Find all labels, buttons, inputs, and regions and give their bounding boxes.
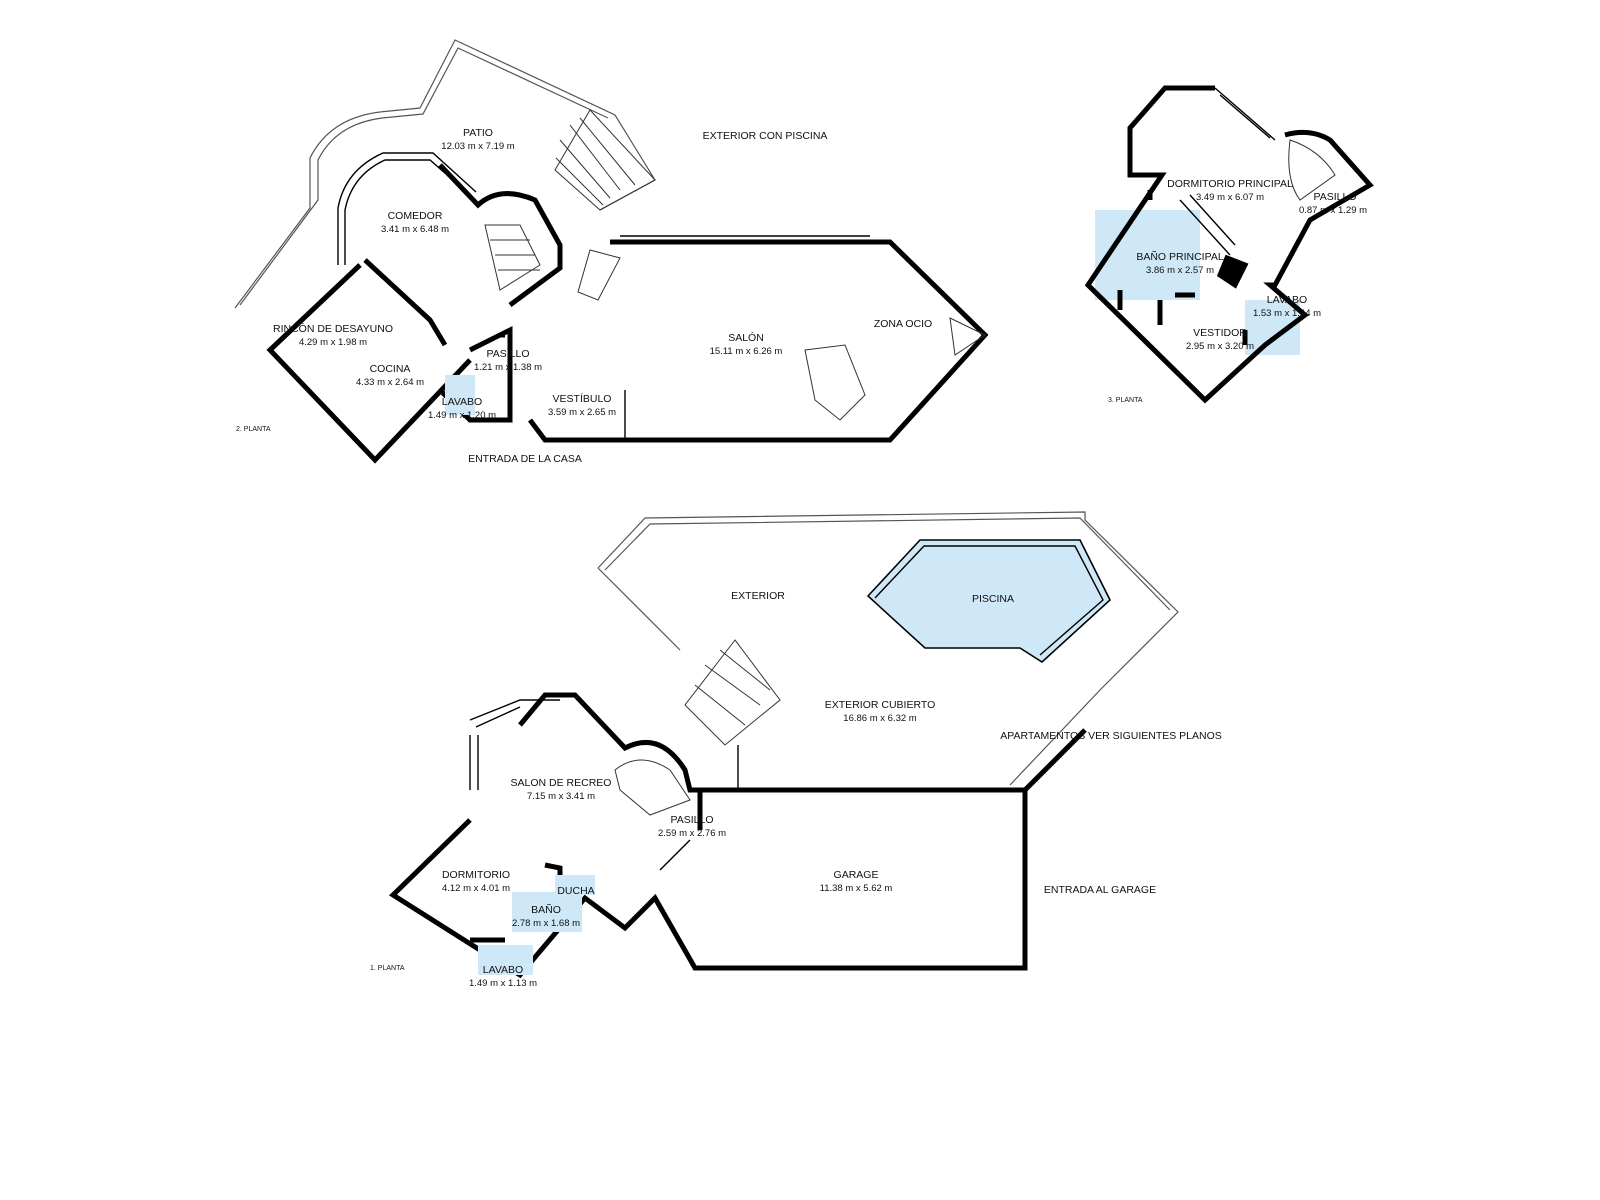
room-name: COCINA [370, 363, 411, 375]
room-name: LAVABO [442, 396, 482, 408]
room-size: 1.49 m x 1.20 m [428, 410, 496, 421]
room-name: RINCÓN DE DESAYUNO [273, 322, 393, 335]
exterior-piscina-label: EXTERIOR CON PISCINA [703, 130, 828, 142]
room-size: 0.87 m x 1.29 m [1299, 205, 1367, 216]
pool [866, 539, 1111, 664]
floor-label: 3. PLANTA [1108, 397, 1143, 404]
room-name: GARAGE [834, 869, 879, 881]
zona-ocio-label: ZONA OCIO [874, 318, 932, 330]
room-name: PATIO [463, 127, 493, 139]
ducha-wet [555, 875, 595, 895]
interior-stairs [484, 224, 541, 291]
room-name: PASILLO [671, 814, 714, 826]
room-name: LAVABO [483, 964, 523, 976]
entrada-casa-label: ENTRADA DE LA CASA [468, 453, 582, 465]
first-spiral-stairs [614, 759, 691, 816]
piscina-label: PISCINA [972, 593, 1014, 605]
room-size: 3.41 m x 6.48 m [381, 224, 449, 235]
room-size: 11.38 m x 5.62 m [820, 883, 893, 894]
first-outer-wall [388, 692, 1028, 979]
lavabo-1-wet [478, 945, 533, 975]
bano-principal-wet [1095, 210, 1200, 300]
room-size: 2.95 m x 3.20 m [1186, 341, 1254, 352]
exterior-stairs [684, 639, 781, 746]
room-size: 4.33 m x 2.64 m [356, 377, 424, 388]
room-name: PASILLO [1314, 191, 1357, 203]
patio-outline [234, 39, 656, 309]
room-name: LAVABO [1267, 294, 1307, 306]
lavabo-2-wet [445, 375, 475, 415]
entrada-garage-label: ENTRADA AL GARAGE [1044, 884, 1156, 896]
room-size: 3.59 m x 2.65 m [548, 407, 616, 418]
floor-plan-third: DORMITORIO PRINCIPAL 3.49 m x 6.07 m PAS… [1084, 85, 1374, 404]
room-name: BAÑO [531, 903, 561, 916]
salon-sofa [804, 344, 866, 421]
room-name: BAÑO PRINCIPAL [1136, 250, 1223, 263]
exterior-label: EXTERIOR [731, 590, 785, 602]
bano-wet [512, 892, 582, 932]
room-size: 1.21 m x 1.38 m [474, 362, 542, 373]
floor-label: 2. PLANTA [236, 426, 271, 433]
floor-plan-first: EXTERIOR PISCINA EXTERIOR CUBIERTO 16.86… [370, 511, 1222, 989]
room-size: 12.03 m x 7.19 m [441, 141, 514, 152]
room-name: DORMITORIO PRINCIPAL [1167, 178, 1293, 190]
patio-stairs [554, 109, 656, 301]
room-name: DORMITORIO [442, 869, 510, 881]
ducha-label: DUCHA [557, 885, 594, 897]
room-name: EXTERIOR CUBIERTO [825, 699, 935, 711]
room-name: SALON DE RECREO [511, 777, 612, 789]
room-size: 4.12 m x 4.01 m [442, 883, 510, 894]
room-name: COMEDOR [388, 210, 443, 222]
house-wall-west [266, 263, 472, 464]
room-size: 1.49 m x 1.13 m [469, 978, 537, 989]
third-stairs [1288, 139, 1336, 201]
room-size: 15.11 m x 6.26 m [710, 346, 783, 357]
room-size: 7.15 m x 3.41 m [527, 791, 595, 802]
room-name: VESTÍBULO [553, 392, 612, 405]
room-size: 2.78 m x 1.68 m [512, 918, 580, 929]
room-size: 3.86 m x 2.57 m [1146, 265, 1214, 276]
room-size: 16.86 m x 6.32 m [843, 713, 916, 724]
comedor-curve [344, 159, 471, 265]
room-name: SALÓN [728, 331, 764, 344]
room-name: PASILLO [487, 348, 530, 360]
third-outer-wall [1084, 85, 1374, 404]
room-name: VESTIDOR [1193, 327, 1247, 339]
room-size: 2.59 m x 2.76 m [658, 828, 726, 839]
apartamentos-label: APARTAMENTOS VER SIGUIENTES PLANOS [1000, 730, 1222, 742]
floor-plan-second: PATIO 12.03 m x 7.19 m COMEDOR 3.41 m x … [234, 39, 989, 465]
room-size: 1.53 m x 1.44 m [1253, 308, 1321, 319]
room-size: 4.29 m x 1.98 m [299, 337, 367, 348]
exterior-outline [597, 511, 1179, 786]
floor-label: 1. PLANTA [370, 965, 405, 972]
room-size: 3.49 m x 6.07 m [1196, 192, 1264, 203]
